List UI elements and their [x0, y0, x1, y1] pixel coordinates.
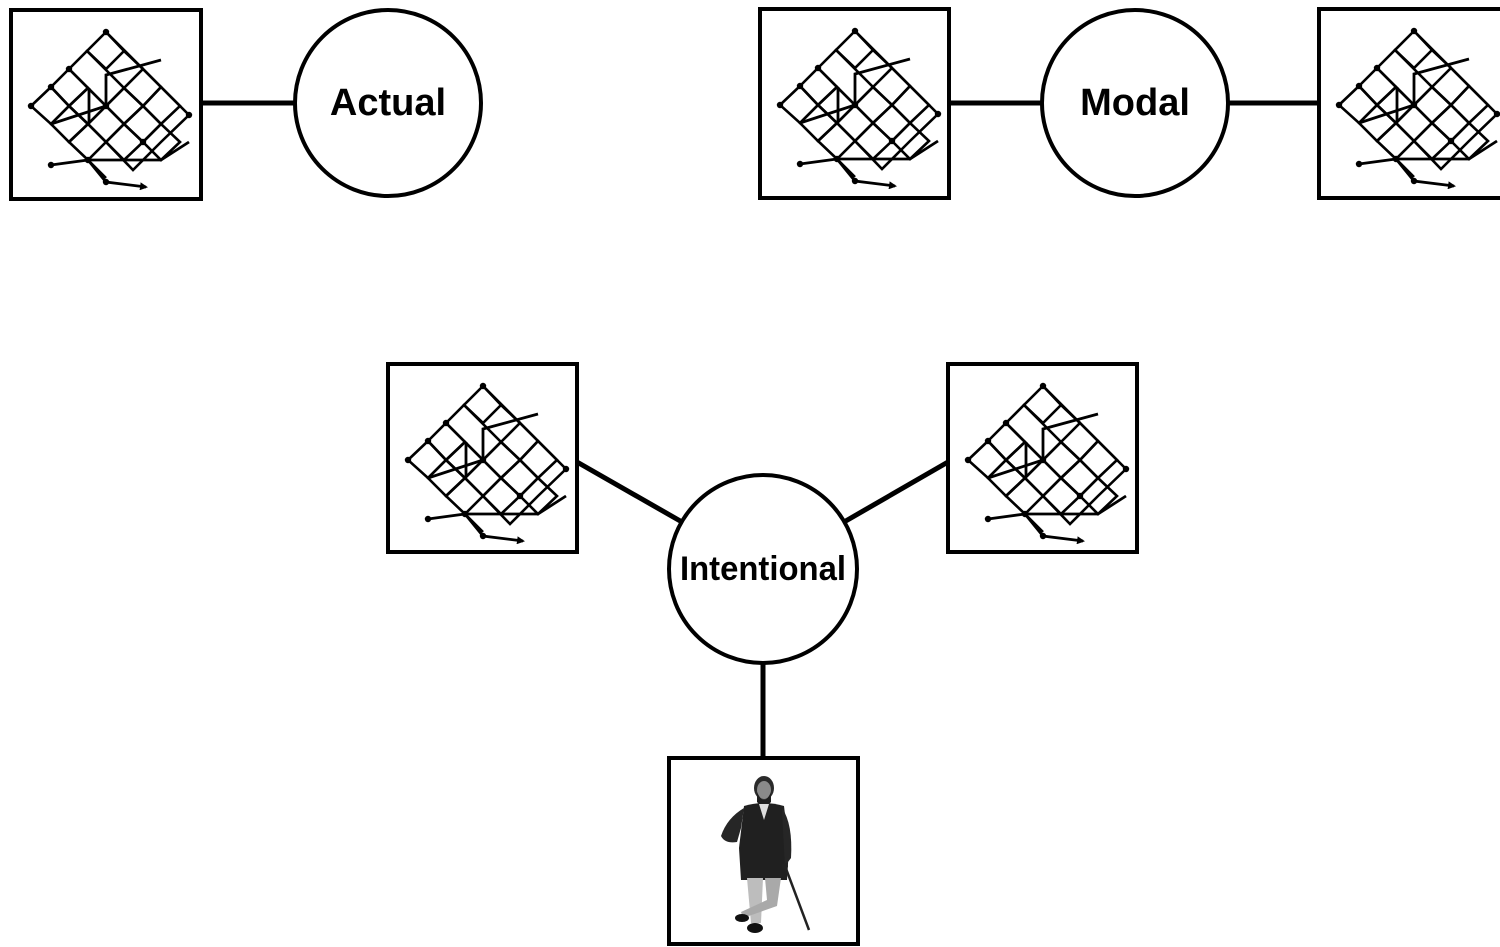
- intentional-left-link: [575, 459, 684, 525]
- modal-group: Modal: [758, 7, 1500, 200]
- intentional-person-box: [667, 756, 860, 946]
- modal-label: Modal: [1080, 82, 1190, 124]
- actual-lattice-box: [9, 8, 203, 201]
- intentional-right-link: [842, 459, 950, 525]
- actual-node: [293, 8, 483, 198]
- intentional-left-lattice-box: [386, 362, 579, 554]
- actual-label: Actual: [330, 82, 446, 124]
- intentional-group: Intentional: [386, 362, 1139, 946]
- intentional-label: Intentional: [680, 550, 846, 588]
- modal-right-lattice-box: [1317, 7, 1500, 200]
- intentional-right-lattice-box: [946, 362, 1139, 554]
- modal-node: [1040, 8, 1230, 198]
- actual-group: Actual: [9, 8, 483, 201]
- modal-left-lattice-box: [758, 7, 951, 200]
- intentional-node: [667, 473, 859, 665]
